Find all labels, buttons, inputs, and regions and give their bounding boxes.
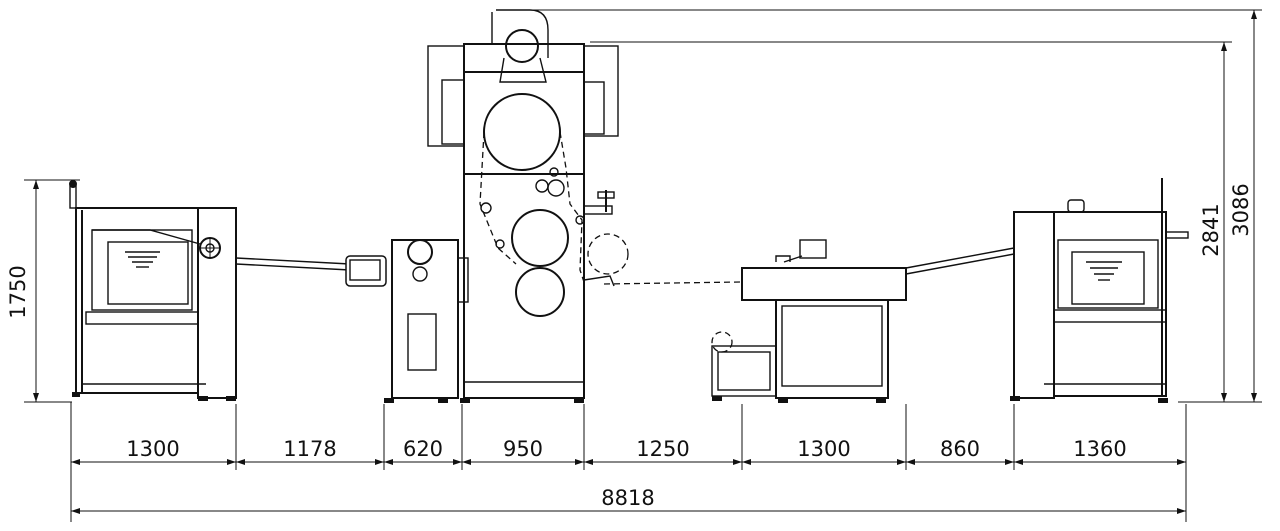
conveyor-right — [905, 247, 1015, 275]
small-unit-machine — [384, 239, 469, 403]
left-height-dimension: 1750 — [6, 179, 80, 403]
dim-label-2: 1178 — [283, 437, 336, 461]
dim-label-7: 860 — [940, 437, 980, 461]
bottom-dimension-labels: 1300 1178 620 950 1250 1300 860 1360 881… — [126, 437, 1126, 510]
total-width-label: 8818 — [601, 486, 654, 510]
dim-label-6: 1300 — [797, 437, 850, 461]
dim-label-1: 1300 — [126, 437, 179, 461]
tall-tower-machine — [427, 9, 629, 403]
dim-label-8: 1360 — [1073, 437, 1126, 461]
fan-icon — [505, 29, 539, 63]
bottom-dimension-lines — [70, 402, 1187, 522]
dim-label-3: 620 — [403, 437, 443, 461]
table-unit-machine — [711, 239, 907, 403]
right-height-dimensions: 2841 3086 — [500, 9, 1262, 403]
connecting-line — [603, 281, 741, 285]
right-height-label-2841: 2841 — [1199, 203, 1223, 256]
right-height-label-3086: 3086 — [1229, 183, 1253, 236]
conveyor-left — [235, 255, 387, 287]
left-height-label: 1750 — [6, 265, 30, 318]
right-stacker-machine — [1010, 178, 1189, 403]
dim-label-4: 950 — [503, 437, 543, 461]
dim-label-5: 1250 — [636, 437, 689, 461]
left-feeder-machine — [69, 180, 237, 401]
